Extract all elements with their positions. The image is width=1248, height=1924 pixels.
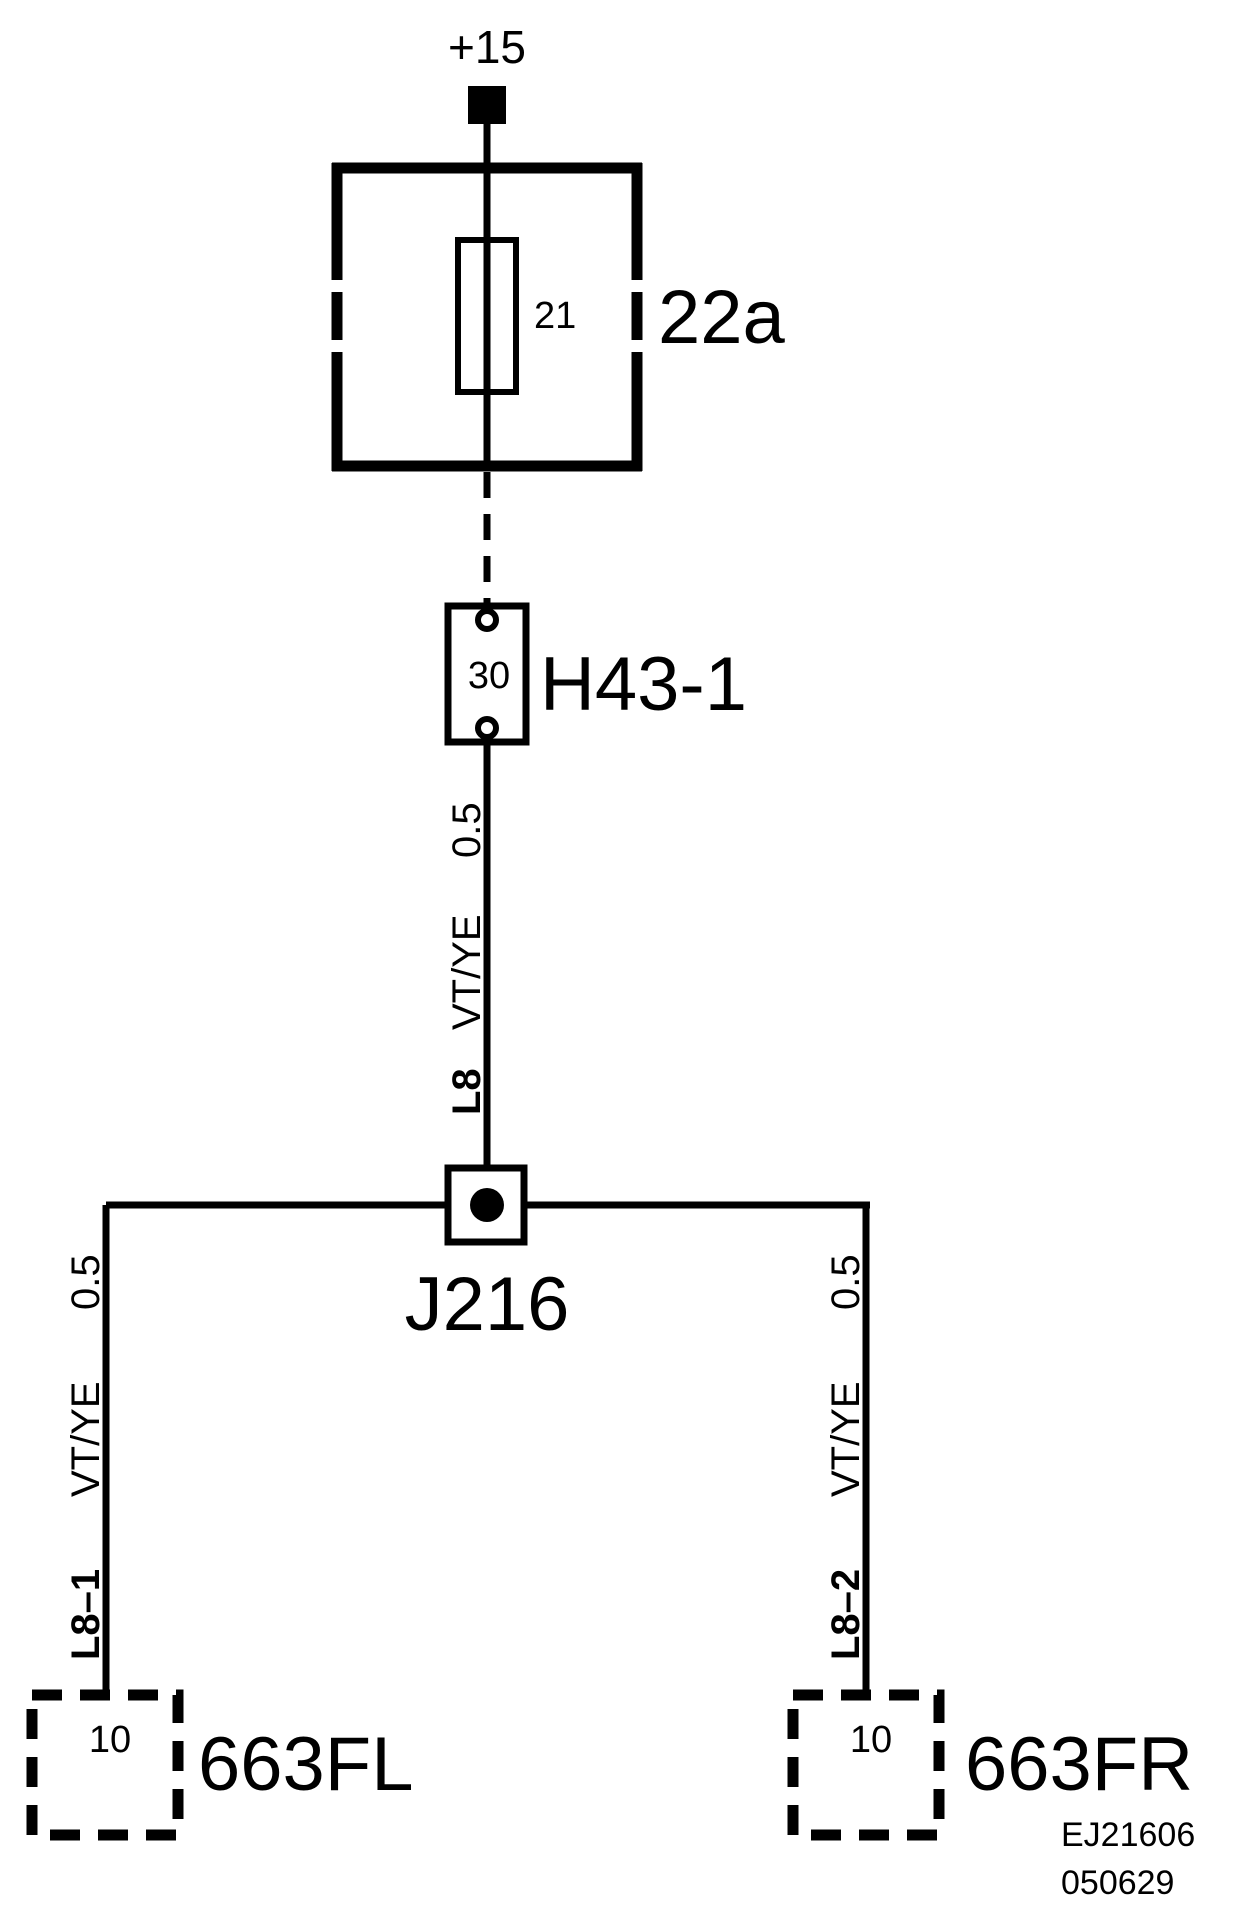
- connector-663fr: [787, 1689, 945, 1841]
- diagram-code: EJ21606: [1061, 1816, 1195, 1854]
- main-wire-harness: L8: [445, 1068, 489, 1115]
- connector-663fl-pin: 10: [89, 1719, 131, 1761]
- fuse-number: 21: [534, 295, 576, 337]
- left-branch-size: 0.5: [64, 1254, 108, 1310]
- supply-terminal: [468, 86, 506, 124]
- supply-label: +15: [448, 21, 526, 73]
- connector-h43-pin-top: [475, 608, 499, 632]
- left-branch-harness: L8–1: [64, 1569, 108, 1660]
- connector-663fr-pin: 10: [850, 1719, 892, 1761]
- left-branch-color: VT/YE: [64, 1381, 108, 1497]
- junction-box: [444, 1164, 528, 1246]
- fuse-box-label: 22a: [658, 275, 786, 360]
- connector-663fl-label: 663FL: [198, 1722, 414, 1807]
- main-wire-size: 0.5: [445, 802, 489, 858]
- connector-663fr-label: 663FR: [965, 1722, 1193, 1807]
- fuse-box: [331, 162, 643, 472]
- junction-label: J216: [405, 1262, 570, 1347]
- main-wire-color: VT/YE: [445, 914, 489, 1030]
- right-branch-harness: L8–2: [824, 1569, 868, 1660]
- right-branch-size: 0.5: [824, 1254, 868, 1310]
- connector-h43-label: H43-1: [540, 642, 747, 727]
- junction-dot: [470, 1188, 504, 1222]
- diagram-date: 050629: [1061, 1864, 1174, 1902]
- right-branch-color: VT/YE: [824, 1381, 868, 1497]
- connector-663fl: [26, 1689, 184, 1841]
- connector-h43-pin: 30: [468, 655, 510, 697]
- connector-h43-pin-bottom: [475, 716, 499, 740]
